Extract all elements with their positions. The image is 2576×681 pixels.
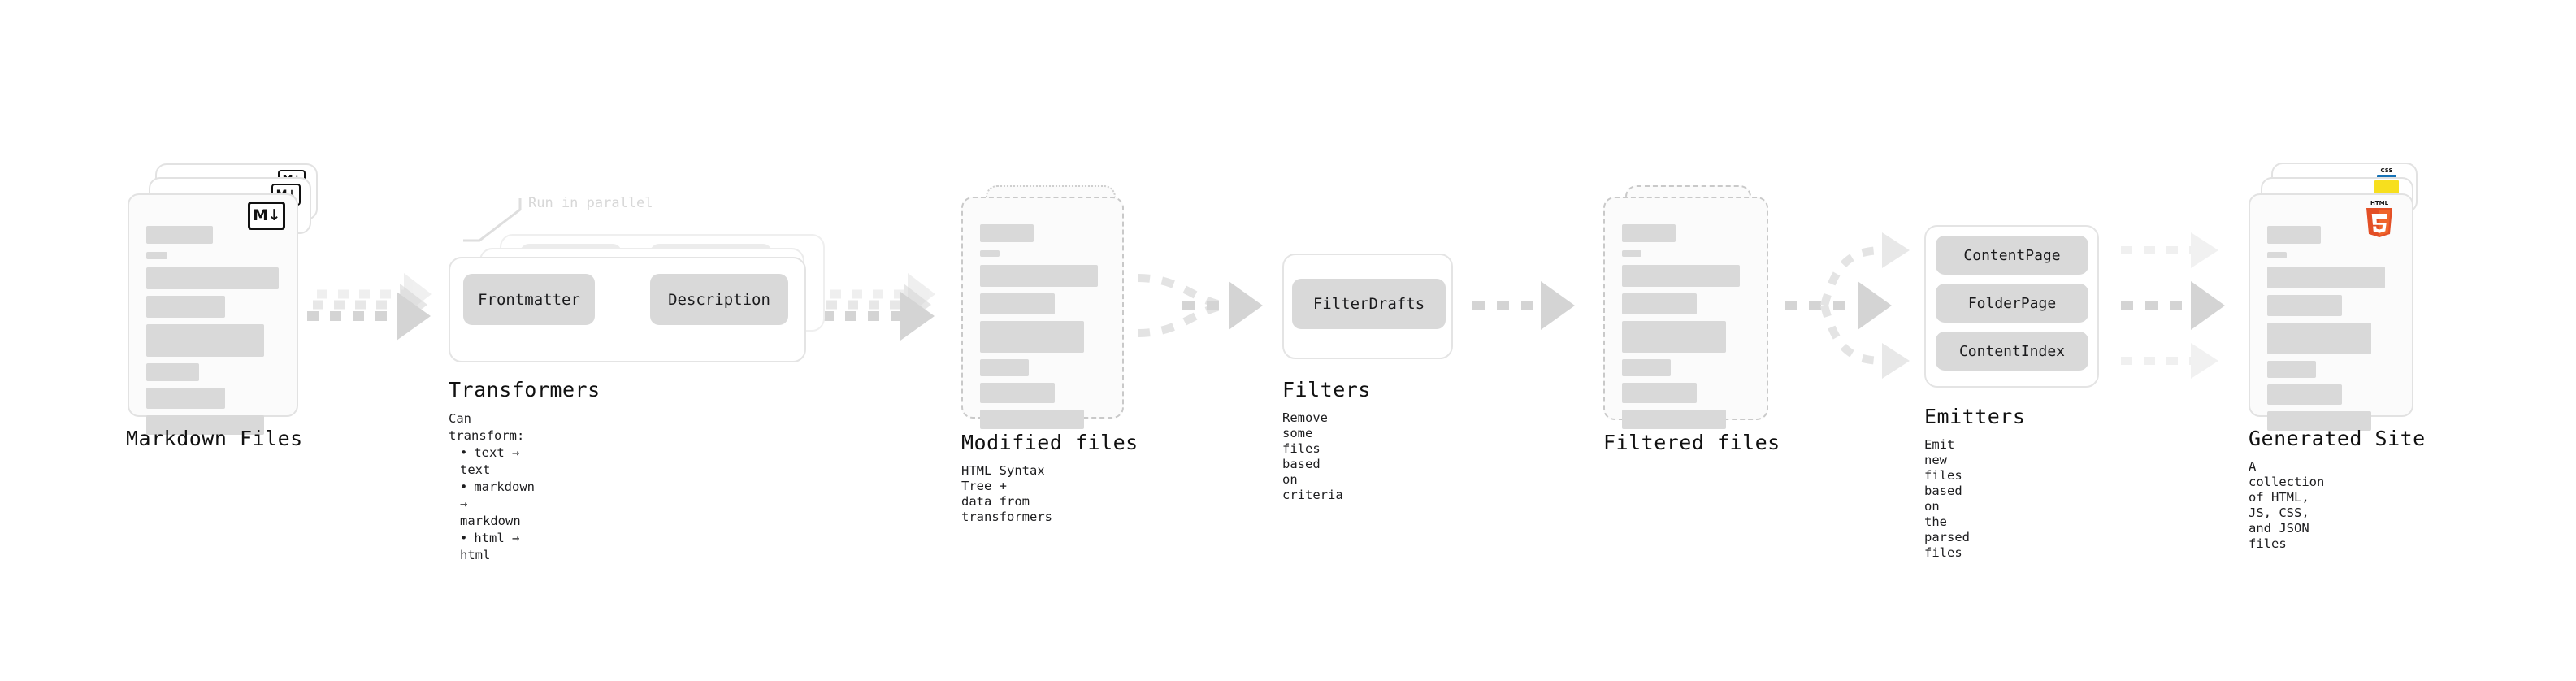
stage-subtitle-emitters: Emit new files based on the parsed files (1924, 437, 1970, 560)
arrow-filtered-to-emitters (1785, 232, 1910, 379)
skeleton-bar (2267, 252, 2287, 258)
skeleton-bar (2267, 267, 2385, 288)
skeleton-bar (1622, 293, 1697, 314)
transformers-bullet-item: markdown → markdown (460, 479, 535, 530)
arrow-markdown-to-transformers (307, 273, 432, 340)
css-icon: CSS (2377, 168, 2396, 178)
transformers-bullet-item: text → text (460, 445, 535, 479)
skeleton-bar (146, 252, 167, 259)
site-card-front (2249, 193, 2413, 431)
arrow-emitters-to-site (2121, 232, 2225, 379)
skeleton-bar (1622, 321, 1726, 353)
skeleton-bar (2267, 323, 2371, 354)
css-icon-bar (2377, 175, 2396, 178)
skeleton-bar (1622, 224, 1676, 242)
stage-title-emitters: Emitters (1924, 405, 2026, 428)
css-icon-label: CSS (2380, 167, 2393, 174)
emitters-pill-contentpage[interactable]: ContentPage (1936, 236, 2088, 275)
run-in-parallel-label: Run in parallel (528, 195, 653, 211)
stage-subtitle-filters: Remove some files based on criteria (1282, 410, 1343, 502)
skeleton-bar (2267, 384, 2342, 405)
stage-title-generated-site: Generated Site (2249, 427, 2426, 450)
skeleton-bar (1622, 265, 1740, 287)
arrow-filters-to-filtered (1472, 281, 1575, 330)
skeleton-bar (146, 388, 225, 409)
arrow-modified-to-filters (1137, 274, 1263, 337)
stage-title-modified-files: Modified files (961, 431, 1138, 454)
js-icon (2374, 180, 2399, 194)
skeleton-bar (2267, 295, 2342, 316)
html5-icon: HTML (2363, 198, 2396, 237)
transformers-lead: Can transform: (449, 411, 525, 443)
stage-subtitle-generated-site: A collection of HTML, JS, CSS, and JSON … (2249, 459, 2325, 551)
skeleton-bar (980, 265, 1098, 287)
transformers-bullet-item: html → html (460, 530, 535, 564)
transformer-pill-frontmatter[interactable]: Frontmatter (463, 274, 595, 325)
skeleton-bar (146, 324, 264, 357)
svg-text:HTML: HTML (2370, 200, 2389, 206)
skeleton-bar (1622, 410, 1726, 429)
skeleton-bar (146, 267, 279, 289)
skeleton-bar (2267, 411, 2371, 431)
stage-title-markdown-files: Markdown Files (126, 427, 303, 450)
skeleton-bar (980, 383, 1055, 403)
skeleton-bar (1622, 359, 1671, 376)
skeleton-bar (146, 415, 264, 435)
arrow-transformers-to-modified (822, 273, 935, 340)
transformers-bullets: Can transform: text → text markdown → ma… (449, 410, 535, 564)
skeleton-bar (980, 359, 1029, 376)
stage-title-filters: Filters (1282, 378, 1371, 401)
stage-title-filtered-files: Filtered files (1603, 431, 1780, 454)
skeleton-bar (1622, 383, 1697, 403)
skeleton-bar (2267, 361, 2316, 378)
modified-card-front (961, 197, 1124, 429)
markdown-card-front (128, 193, 298, 435)
skeleton-bar (980, 321, 1084, 353)
transformer-pill-description[interactable]: Description (650, 274, 788, 325)
skeleton-bar (146, 226, 213, 244)
skeleton-bar (980, 224, 1034, 242)
skeleton-bar (146, 296, 225, 318)
skeleton-bar (980, 410, 1084, 429)
emitters-pill-contentindex[interactable]: ContentIndex (1936, 332, 2088, 371)
emitters-pill-folderpage[interactable]: FolderPage (1936, 284, 2088, 323)
skeleton-bar (1622, 250, 1641, 257)
filtered-card-front (1603, 197, 1768, 429)
skeleton-bar (146, 363, 199, 381)
stage-title-transformers: Transformers (449, 378, 601, 401)
skeleton-bar (2267, 226, 2321, 244)
filters-pill-filterdrafts[interactable]: FilterDrafts (1292, 279, 1446, 329)
markdown-icon: M↓ (248, 202, 285, 230)
skeleton-bar (980, 293, 1055, 314)
skeleton-bar (980, 250, 1000, 257)
stage-subtitle-modified-files: HTML Syntax Tree + data from transformer… (961, 463, 1052, 524)
